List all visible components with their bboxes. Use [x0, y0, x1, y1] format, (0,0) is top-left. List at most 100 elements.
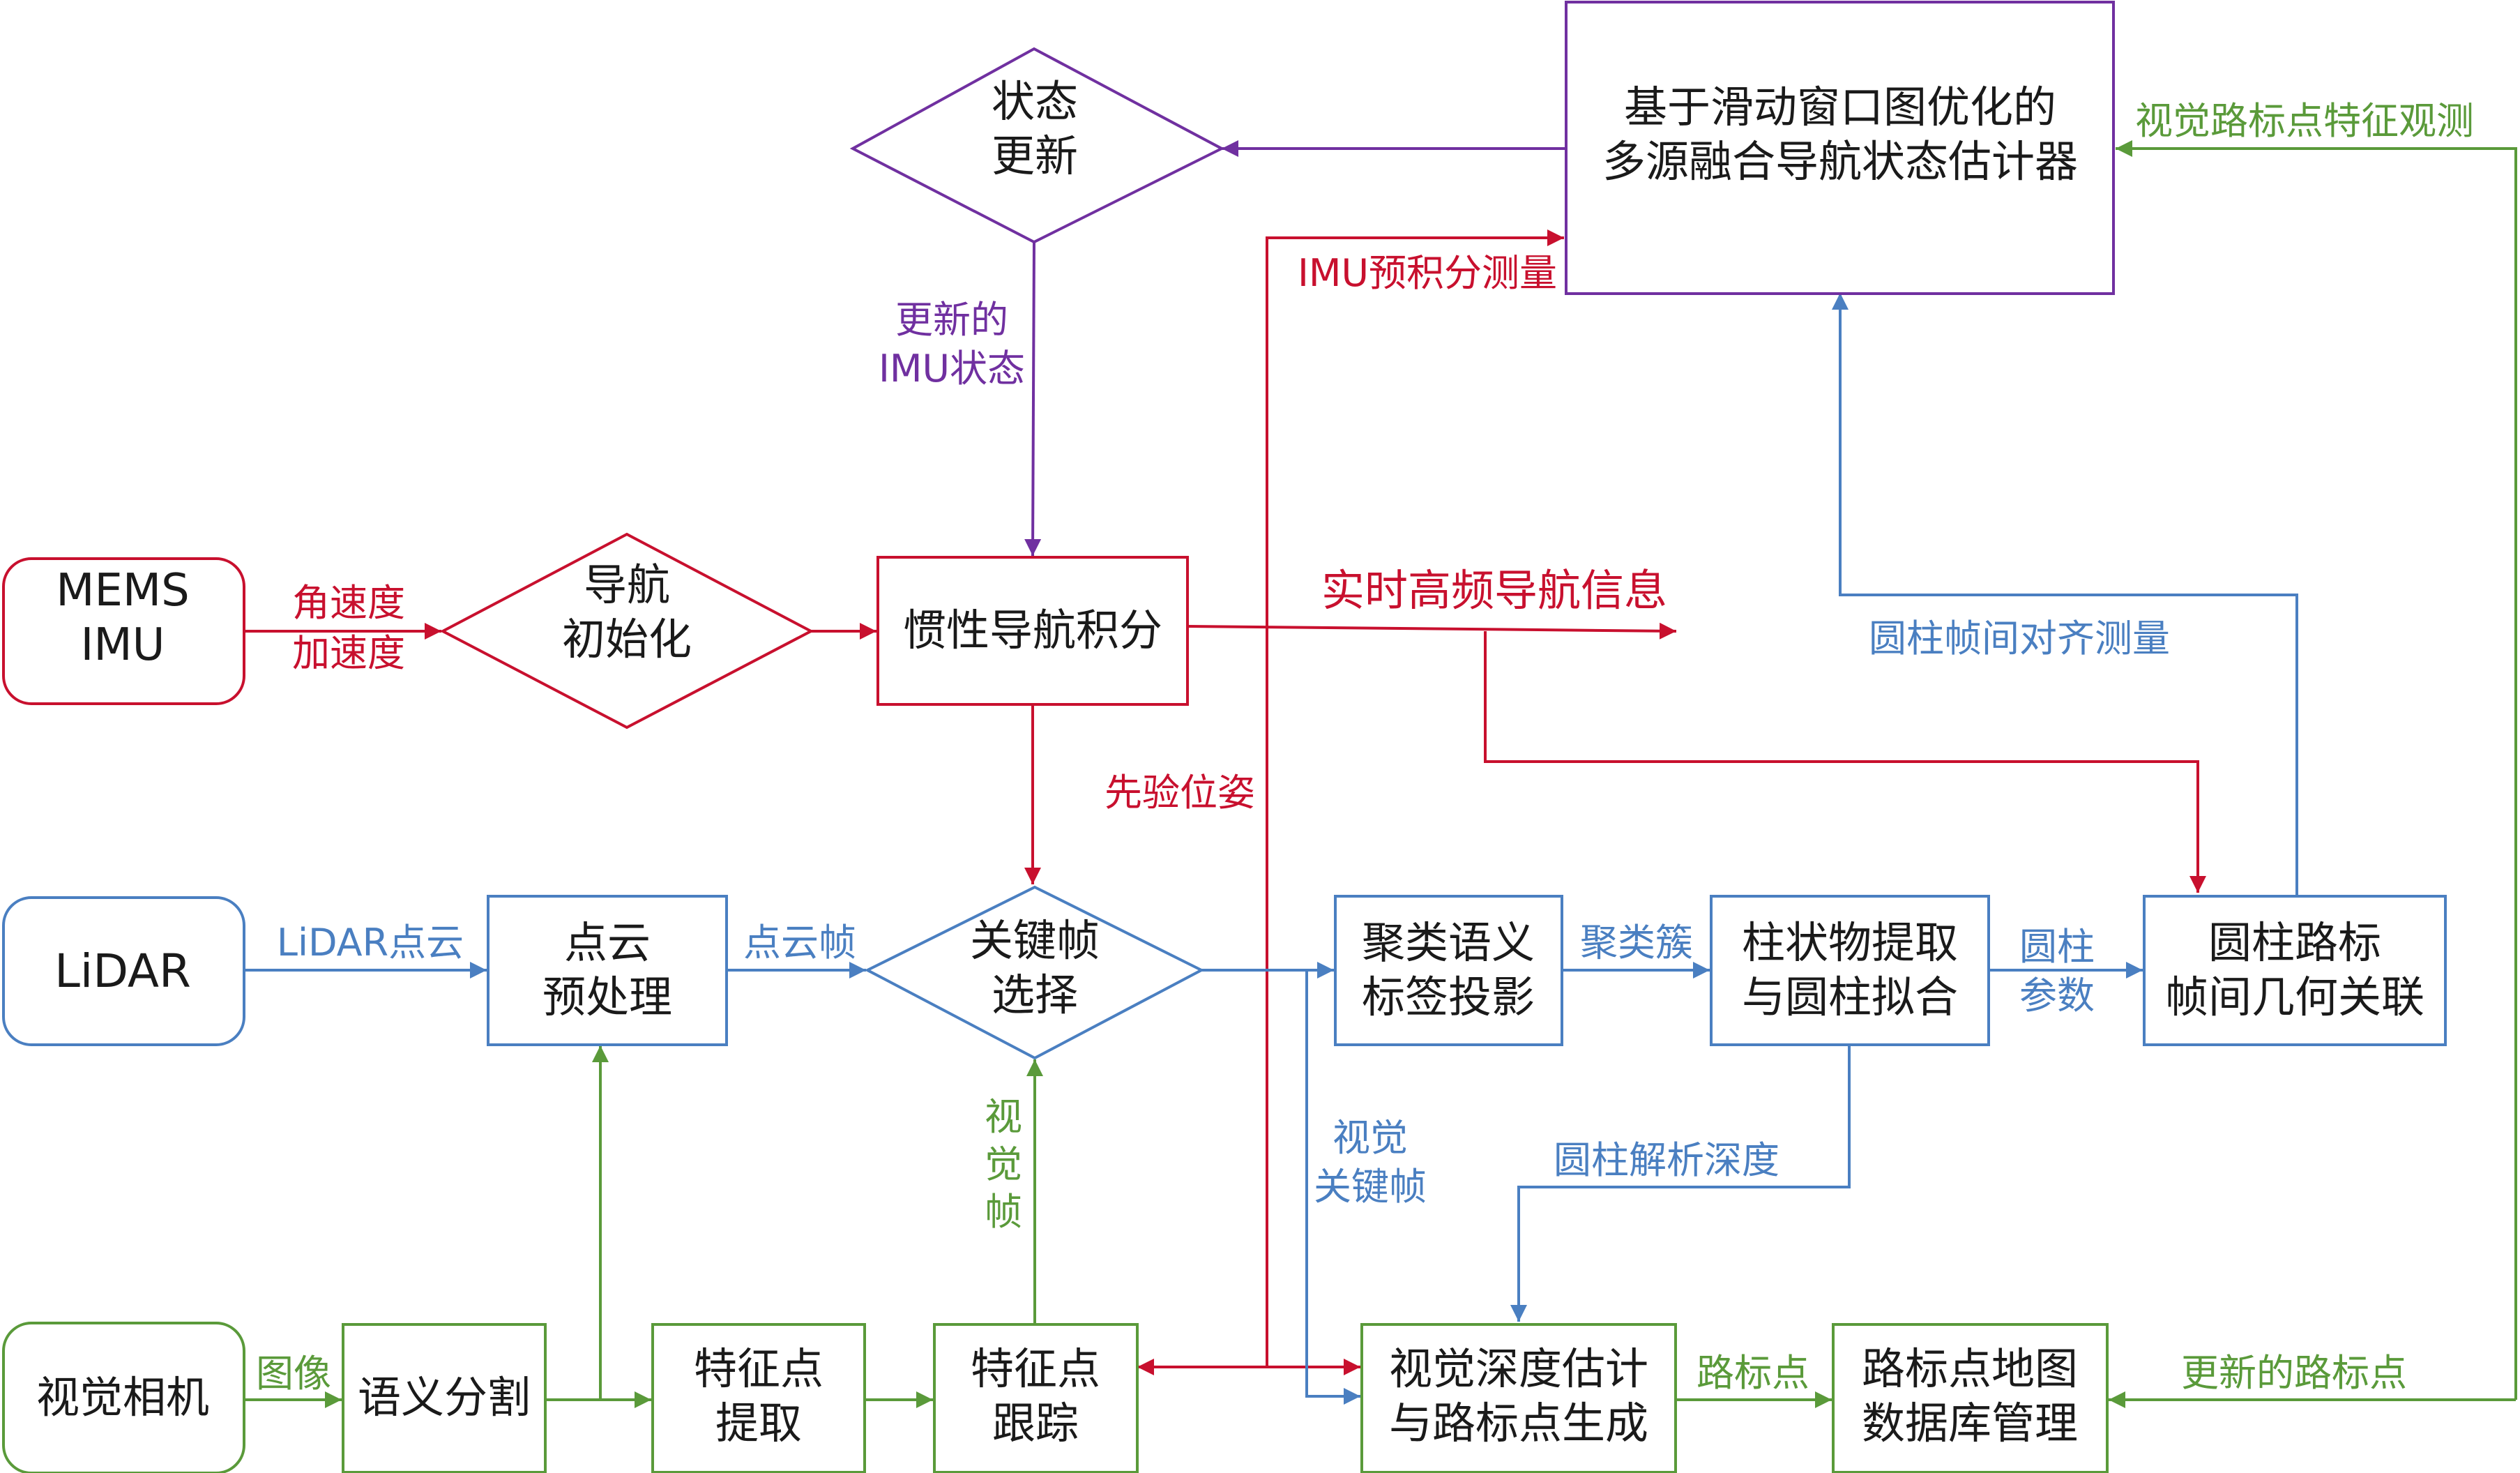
text-line: 关键帧 [970, 915, 1100, 966]
arrow-cylinder-depth [1510, 1044, 1851, 1322]
node-nav-init [439, 532, 814, 730]
text-line: 提取 [715, 1398, 802, 1449]
text-line: 路标点 [1697, 1351, 1809, 1395]
text-line: 圆柱解析深度 [1554, 1138, 1779, 1182]
arrow-visual-keyframe [1305, 970, 1360, 1405]
text-line: 柱状物提取 [1742, 917, 1958, 968]
node-landmark-db [1832, 1323, 2109, 1473]
arrow-cylinder-align [1832, 293, 2298, 896]
arrow-realtime-nav [1187, 622, 1677, 640]
node-keyframe-select [864, 885, 1205, 1060]
pc-preprocess-label: 点云预处理 [542, 917, 672, 1022]
edge-label-angular-vel: 角速度加速度 [292, 581, 405, 675]
node-cylinder-assoc [2143, 895, 2447, 1046]
text-line: 视觉深度估计 [1389, 1343, 1648, 1394]
text-line: 状态 [992, 76, 1078, 127]
state-update-label: 状态更新 [992, 76, 1078, 181]
text-line: 圆柱 [2019, 925, 2095, 969]
text-line: 点云 [564, 917, 651, 968]
text-line: 点云帧 [743, 921, 856, 965]
text-line: LiDAR点云 [277, 921, 464, 965]
node-inertial-integration [876, 556, 1189, 706]
text-line: 视 [985, 1095, 1022, 1139]
node-depth-estimation [1360, 1323, 1677, 1473]
node-pc-preprocess [487, 895, 728, 1046]
text-line: 选择 [992, 969, 1078, 1020]
text-line: 与圆柱拟合 [1742, 972, 1958, 1022]
edge-label-imu-preint: IMU预积分测量 [1298, 251, 1557, 295]
text-line: 帧 [985, 1190, 1022, 1234]
arrow-to-cylinder-assoc [1484, 631, 2206, 893]
text-line: IMU预积分测量 [1298, 251, 1557, 295]
text-line: 基于滑动窗口图优化的 [1624, 82, 2056, 133]
text-line: 视觉路标点特征观测 [2135, 99, 2474, 143]
edge-label-image: 图像 [256, 1352, 331, 1396]
text-line: 与路标点生成 [1389, 1398, 1648, 1449]
node-feature-extract [651, 1323, 866, 1473]
cluster-projection-label: 聚类语义标签投影 [1362, 917, 1535, 1022]
text-line: 视觉 [1333, 1116, 1408, 1160]
text-line: 更新的路标点 [2181, 1351, 2407, 1395]
nav-init-label: 导航初始化 [562, 559, 692, 665]
edge-label-visual-obs: 视觉路标点特征观测 [2135, 99, 2474, 143]
text-line: 预处理 [542, 972, 672, 1022]
text-line: LiDAR [54, 944, 191, 998]
arrow-prior-to-tracking [1137, 635, 1268, 1375]
text-line: 聚类语义 [1362, 917, 1535, 968]
arrow-visual-obs [2116, 140, 2517, 1400]
text-line: 关键帧 [1314, 1165, 1427, 1209]
edge-label-realtime-nav: 实时高频导航信息 [1321, 565, 1667, 616]
text-line: MEMS [56, 565, 190, 617]
landmark-db-label: 路标点地图数据库管理 [1862, 1343, 2078, 1449]
text-line: 路标点地图 [1862, 1343, 2078, 1394]
text-line: 角速度 [292, 581, 405, 625]
lidar-label: LiDAR [54, 944, 191, 998]
node-state-update [849, 47, 1225, 244]
inertial-integration-label: 惯性导航积分 [903, 605, 1162, 656]
edge-label-cyl-depth: 圆柱解析深度 [1554, 1138, 1779, 1182]
edge-label-cyl-align: 圆柱帧间对齐测量 [1869, 617, 2170, 660]
node-cluster-projection [1334, 895, 1563, 1046]
node-lidar [2, 896, 245, 1046]
feature-track-label: 特征点跟踪 [971, 1343, 1100, 1449]
feature-extract-label: 特征点提取 [694, 1343, 823, 1449]
depth-estimation-label: 视觉深度估计与路标点生成 [1389, 1343, 1648, 1449]
node-semantic-seg [342, 1323, 547, 1473]
edge-label-visual-frame: 视觉帧 [985, 1095, 1022, 1234]
arrow-update-to-integration [1024, 241, 1042, 557]
arrow-imu-preint [1266, 229, 1564, 635]
text-line: 标签投影 [1362, 972, 1535, 1022]
edge-label-landmark: 路标点 [1697, 1351, 1809, 1395]
edge-label-cluster: 聚类簇 [1580, 921, 1693, 965]
text-line: 特征点 [694, 1343, 823, 1394]
text-line: 帧间几何关联 [2165, 972, 2424, 1022]
text-line: 数据库管理 [1862, 1398, 2078, 1449]
text-line: IMU [81, 619, 165, 671]
text-line: 实时高频导航信息 [1321, 565, 1667, 616]
text-line: 惯性导航积分 [903, 605, 1162, 656]
edge-label-updated-landmark: 更新的路标点 [2181, 1351, 2407, 1395]
node-cylinder-fit [1710, 895, 1990, 1046]
text-line: 聚类簇 [1580, 921, 1693, 965]
text-line: 特征点 [971, 1343, 1100, 1394]
node-camera [2, 1322, 245, 1473]
text-line: 先验位姿 [1105, 771, 1255, 815]
text-line: 加速度 [292, 631, 405, 675]
text-line: 多源融合导航状态估计器 [1602, 136, 2078, 187]
text-line: 更新的 [895, 298, 1008, 342]
node-mems-imu [2, 557, 245, 705]
edge-label-visual-keyframe: 视觉关键帧 [1314, 1116, 1427, 1209]
edge-label-pc-frame: 点云帧 [743, 921, 856, 965]
text-line: 初始化 [562, 614, 692, 665]
text-line: 导航 [584, 559, 670, 610]
text-line: 圆柱帧间对齐测量 [1869, 617, 2170, 660]
text-line: 圆柱路标 [2208, 917, 2381, 968]
semantic-seg-label: 语义分割 [358, 1372, 531, 1423]
text-line: 跟踪 [992, 1398, 1079, 1449]
text-line: 觉 [985, 1142, 1022, 1186]
node-feature-track [933, 1323, 1139, 1473]
keyframe-select-label: 关键帧选择 [970, 915, 1100, 1020]
edge-label-lidar-pc: LiDAR点云 [277, 921, 464, 965]
